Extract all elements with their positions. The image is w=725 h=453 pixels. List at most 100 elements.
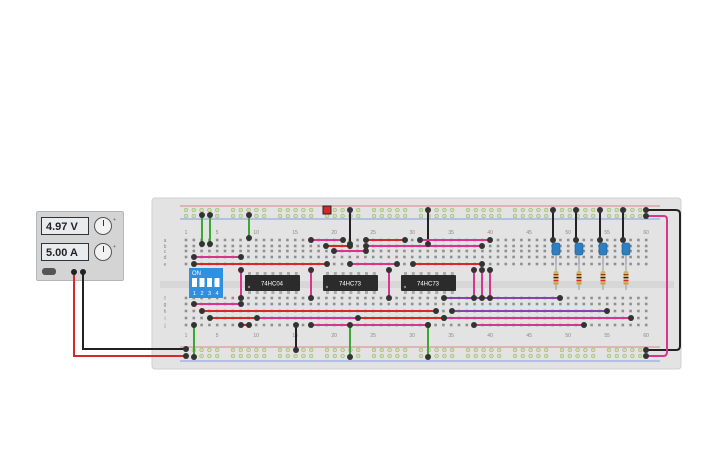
breadboard-hole[interactable] <box>317 302 320 306</box>
breadboard-hole[interactable] <box>457 302 461 306</box>
breadboard-hole[interactable] <box>504 262 508 266</box>
breadboard-hole[interactable] <box>340 296 344 300</box>
breadboard-hole[interactable] <box>527 302 531 306</box>
breadboard-hole[interactable] <box>270 296 274 300</box>
breadboard-hole[interactable] <box>325 255 328 259</box>
breadboard-hole[interactable] <box>231 238 235 242</box>
breadboard-hole[interactable] <box>192 244 196 248</box>
wire-endpoint[interactable] <box>479 261 485 267</box>
breadboard-hole[interactable] <box>301 296 305 300</box>
breadboard-hole[interactable] <box>629 296 632 300</box>
breadboard-hole[interactable] <box>520 238 523 242</box>
rail-hole[interactable] <box>434 353 439 359</box>
rail-hole[interactable] <box>395 213 400 219</box>
breadboard-hole[interactable] <box>566 255 570 259</box>
breadboard-hole[interactable] <box>449 255 453 259</box>
breadboard-hole[interactable] <box>403 262 406 266</box>
breadboard-hole[interactable] <box>317 255 320 259</box>
rail-hole[interactable] <box>465 207 471 213</box>
rail-hole[interactable] <box>591 353 596 359</box>
wire-endpoint[interactable] <box>238 301 244 307</box>
wire-endpoint[interactable] <box>394 261 400 267</box>
breadboard-hole[interactable] <box>293 238 297 242</box>
rail-hole[interactable] <box>567 213 572 219</box>
rail-hole[interactable] <box>230 353 236 359</box>
breadboard-hole[interactable] <box>535 238 539 242</box>
psu-wire-red[interactable] <box>73 272 186 357</box>
breadboard-hole[interactable] <box>348 296 352 300</box>
breadboard-hole[interactable] <box>644 262 648 266</box>
wire-endpoint[interactable] <box>191 254 197 260</box>
breadboard-hole[interactable] <box>644 238 648 242</box>
rail-hole[interactable] <box>387 207 392 213</box>
rail-hole[interactable] <box>512 347 518 353</box>
breadboard-hole[interactable] <box>543 302 547 306</box>
rail-hole[interactable] <box>575 353 580 359</box>
rail-hole[interactable] <box>489 353 494 359</box>
breadboard-hole[interactable] <box>254 302 258 306</box>
rail-hole[interactable] <box>434 207 439 213</box>
rail-hole[interactable] <box>301 347 306 353</box>
breadboard-hole[interactable] <box>270 323 274 327</box>
rail-hole[interactable] <box>512 353 518 359</box>
wire-endpoint[interactable] <box>238 267 244 273</box>
breadboard-hole[interactable] <box>527 244 531 248</box>
breadboard-hole[interactable] <box>535 302 539 306</box>
breadboard-hole[interactable] <box>418 302 422 306</box>
wire-endpoint[interactable] <box>581 322 587 328</box>
breadboard-hole[interactable] <box>418 296 422 300</box>
rail-hole[interactable] <box>489 207 494 213</box>
rail-hole[interactable] <box>489 347 494 353</box>
breadboard-hole[interactable] <box>215 238 219 242</box>
breadboard-hole[interactable] <box>644 323 648 327</box>
breadboard-hole[interactable] <box>286 323 289 327</box>
rail-hole[interactable] <box>536 213 541 219</box>
breadboard-hole[interactable] <box>231 249 235 253</box>
breadboard-hole[interactable] <box>254 323 258 327</box>
breadboard-hole[interactable] <box>239 244 242 248</box>
breadboard-hole[interactable] <box>488 249 492 253</box>
rail-hole[interactable] <box>207 207 212 213</box>
breadboard-hole[interactable] <box>387 255 391 259</box>
wire-endpoint[interactable] <box>550 207 556 213</box>
breadboard-hole[interactable] <box>457 255 461 259</box>
rail-hole[interactable] <box>191 207 196 213</box>
wire-endpoint[interactable] <box>347 207 353 213</box>
breadboard-hole[interactable] <box>566 296 570 300</box>
breadboard-hole[interactable] <box>247 244 250 248</box>
wire-endpoint[interactable] <box>471 322 477 328</box>
rail-hole[interactable] <box>285 207 290 213</box>
wire-endpoint[interactable] <box>550 237 556 243</box>
rail-hole[interactable] <box>465 353 471 359</box>
breadboard-hole[interactable] <box>590 244 593 248</box>
wire-endpoint[interactable] <box>246 235 252 241</box>
breadboard-hole[interactable] <box>629 323 632 327</box>
rail-hole[interactable] <box>301 213 306 219</box>
breadboard-hole[interactable] <box>309 302 313 306</box>
breadboard-hole[interactable] <box>270 238 274 242</box>
rail-hole[interactable] <box>332 347 337 353</box>
breadboard-hole[interactable] <box>590 238 593 242</box>
breadboard-hole[interactable] <box>356 302 359 306</box>
breadboard-hole[interactable] <box>278 302 281 306</box>
breadboard-hole[interactable] <box>590 262 593 266</box>
breadboard-hole[interactable] <box>520 249 523 253</box>
rail-hole[interactable] <box>340 207 345 213</box>
breadboard-hole[interactable] <box>535 249 539 253</box>
rail-hole[interactable] <box>614 353 619 359</box>
breadboard-hole[interactable] <box>223 323 227 327</box>
breadboard-hole[interactable] <box>426 296 430 300</box>
breadboard-hole[interactable] <box>200 249 203 253</box>
breadboard-hole[interactable] <box>621 302 625 306</box>
breadboard-hole[interactable] <box>184 309 188 313</box>
breadboard-hole[interactable] <box>293 244 297 248</box>
breadboard-hole[interactable] <box>551 255 554 259</box>
wire-endpoint[interactable] <box>191 354 197 360</box>
breadboard-hole[interactable] <box>481 255 484 259</box>
psu-wire-black[interactable] <box>82 272 186 350</box>
breadboard-hole[interactable] <box>582 249 586 253</box>
breadboard-hole[interactable] <box>566 249 570 253</box>
rail-hole[interactable] <box>528 207 533 213</box>
breadboard-hole[interactable] <box>449 323 453 327</box>
rail-hole[interactable] <box>403 207 408 213</box>
